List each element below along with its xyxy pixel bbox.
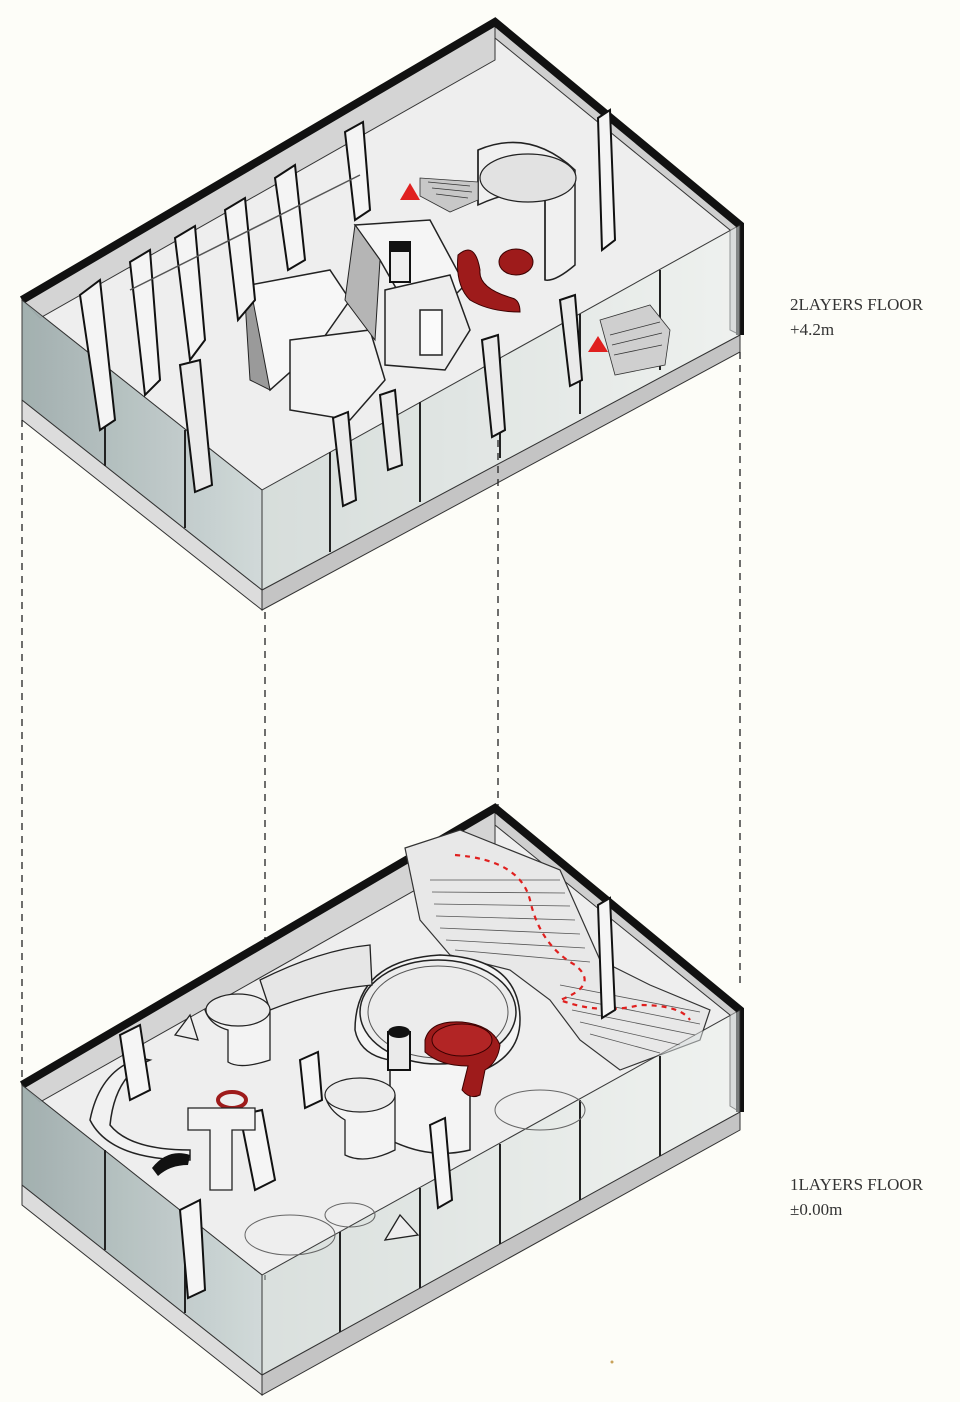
lower-triangle-sculpture [383, 1213, 420, 1241]
upper-floor-elevation: +4.2m [790, 320, 835, 339]
upper-volume-2 [289, 329, 386, 421]
upper-front-fins [178, 293, 584, 508]
upper-red-blob [498, 248, 534, 276]
lower-curved-wall [89, 1057, 191, 1161]
upper-floor-label: 2LAYERS FLOOR +4.2m [790, 292, 923, 342]
upper-cylinder-tower [477, 141, 577, 281]
upper-marker-triangle-1 [400, 183, 420, 200]
lower-floor-label: 1LAYERS FLOOR ±0.00m [790, 1172, 923, 1222]
lower-floor-plan [19, 803, 744, 1397]
lower-floor-name: 1LAYERS FLOOR [790, 1175, 924, 1194]
lower-grand-stair [404, 829, 711, 1071]
decorative-dot [610, 1360, 614, 1364]
upper-stairs-front [599, 304, 671, 376]
upper-railing [129, 174, 361, 291]
lower-cross-unit [187, 1107, 256, 1191]
lower-red-seat-top [431, 1023, 493, 1057]
upper-floor-plan [19, 17, 744, 612]
upper-floor-name: 2LAYERS FLOOR [790, 295, 924, 314]
upper-marker-triangle-2 [588, 336, 608, 352]
upper-doorway [419, 309, 443, 356]
upper-volume-3-side [344, 223, 381, 342]
lower-stair-path [454, 853, 691, 1021]
lower-triangle-sculpture-2 [173, 1013, 199, 1041]
upper-pillar-top [390, 242, 410, 252]
upper-stairs-back [419, 177, 479, 213]
lower-black-cap [152, 1153, 190, 1176]
lower-partitions [118, 896, 617, 1300]
upper-red-sculpture [457, 249, 521, 313]
lower-floor-elevation: ±0.00m [790, 1200, 843, 1219]
upper-fin-panels [78, 108, 617, 432]
lower-black-column-top [388, 1026, 410, 1038]
lower-booth-1 [204, 993, 271, 1067]
lower-ghost-circles [244, 1089, 586, 1256]
lower-sweep-wall [259, 944, 373, 1011]
lower-booth-2 [324, 1077, 396, 1160]
